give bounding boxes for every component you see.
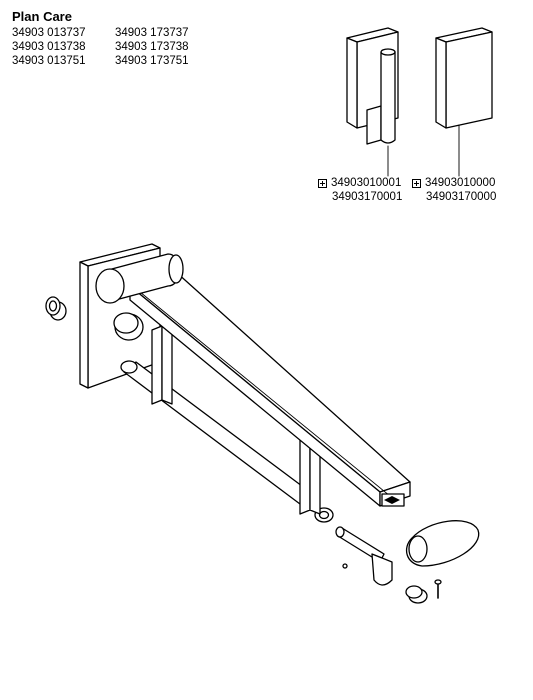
- article-number: 34903 013737: [12, 27, 86, 39]
- article-number: 34903 013751: [12, 55, 86, 67]
- article-number: 34903 173737: [115, 27, 189, 39]
- blank-plate-front-face: [445, 31, 493, 129]
- hook-bracket: [366, 105, 382, 145]
- article-number: 34903 013738: [12, 41, 86, 53]
- part-number: 34903010001: [331, 177, 402, 189]
- article-number-row: 34903 013738 34903 173738: [12, 40, 189, 54]
- rail-arm: [129, 271, 411, 507]
- rear-strut: [151, 325, 163, 405]
- plus-box-icon: [318, 178, 327, 188]
- hook-plate-side-face: [346, 37, 358, 129]
- article-number-row: 34903 013737 34903 173737: [12, 26, 189, 40]
- hinge-cylinder-end: [168, 254, 184, 284]
- article-number-list: 34903 013737 34903 173737 34903 013738 3…: [12, 26, 189, 68]
- blank-plate-part: [435, 27, 493, 177]
- rear-strut-side: [161, 325, 173, 405]
- hook-pin: [380, 51, 396, 144]
- rail-arm-latch-detail: [384, 496, 400, 504]
- loose-cap-ring: [48, 300, 58, 312]
- loose-cap: [45, 296, 67, 321]
- part-number: 34903170000: [426, 191, 497, 203]
- end-plug: [405, 585, 428, 604]
- hinge-cylinder-cap: [95, 268, 125, 304]
- pin-bracket: [371, 553, 393, 586]
- pin-end: [335, 526, 345, 538]
- article-number: 34903 173738: [115, 41, 189, 53]
- small-screw: [434, 579, 442, 599]
- small-screw-head: [434, 579, 442, 585]
- support-tube-end: [120, 360, 138, 374]
- hinge-cylinder: [95, 253, 184, 304]
- wall-plate-side-face: [79, 261, 89, 389]
- rail-struts: [151, 325, 321, 515]
- hook-plate-part: [346, 27, 399, 177]
- plate-cap-face: [113, 312, 139, 334]
- plus-box-icon: [412, 178, 421, 188]
- hook-plate-part-label: 34903010001 34903170001: [318, 176, 402, 204]
- part-number: 34903170001: [332, 191, 403, 203]
- article-number: 34903 173751: [115, 55, 189, 67]
- handle-cap-face: [408, 535, 428, 563]
- handle-cap: [405, 520, 480, 567]
- blank-plate-part-label: 34903010000 34903170000: [412, 176, 496, 204]
- small-washer: [342, 563, 348, 569]
- article-number-row: 34903 013751 34903 173751: [12, 54, 189, 68]
- product-title: Plan Care: [12, 9, 72, 24]
- rail-arm-edge-line: [139, 291, 391, 497]
- support-tube-socket-hole: [318, 510, 330, 520]
- hook-pin-top: [380, 48, 396, 56]
- blank-plate-side-face: [435, 37, 447, 129]
- part-number: 34903010000: [425, 177, 496, 189]
- plate-cap: [113, 312, 144, 341]
- pin-assembly: [335, 526, 393, 586]
- end-plug-face: [405, 585, 423, 599]
